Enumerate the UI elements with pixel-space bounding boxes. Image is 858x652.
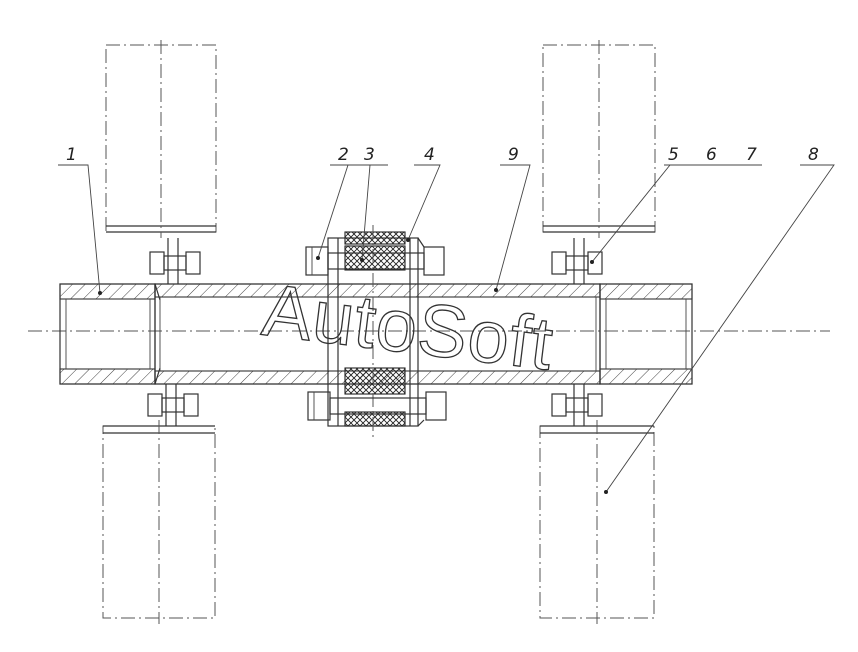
wheel-bolts	[147, 238, 603, 426]
callout-4: 4	[424, 145, 435, 165]
wheel-top-left	[105, 40, 217, 238]
central-coupling	[305, 225, 447, 440]
callout-5: 5	[668, 145, 679, 165]
wheel-bottom-left	[102, 420, 216, 624]
right-axle-tube	[599, 283, 693, 385]
callout-9: 9	[508, 145, 519, 165]
leader-lines	[58, 164, 835, 494]
callout-8: 8	[808, 145, 819, 165]
callout-6: 6	[706, 145, 717, 165]
wheel-top-right	[542, 40, 656, 238]
wheel-bottom-right	[539, 420, 655, 624]
callout-7: 7	[746, 145, 757, 165]
callout-3: 3	[364, 145, 375, 165]
callout-2: 2	[338, 145, 349, 165]
callout-1: 1	[66, 145, 77, 165]
left-axle-tube	[59, 283, 161, 385]
